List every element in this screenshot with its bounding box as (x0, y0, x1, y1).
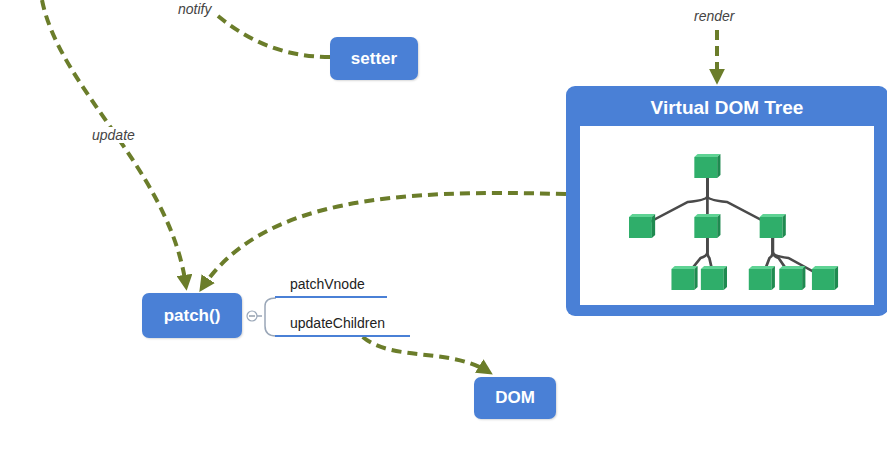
collapse-circle (247, 311, 257, 321)
process-box: setter (330, 37, 418, 80)
node-label: patch() (164, 306, 221, 326)
branch-item: updateChildren (275, 314, 410, 337)
tree-cube (701, 266, 727, 290)
node-label: updateChildren (275, 315, 385, 336)
branch-item: patchVnode (275, 275, 387, 298)
panel-title: Virtual DOM Tree (566, 97, 887, 119)
tree-illustration (580, 126, 874, 305)
tree-cube (779, 266, 805, 290)
tree-cube (629, 214, 655, 238)
render-line (715, 30, 719, 80)
notify-line (218, 16, 330, 57)
node-label: DOM (495, 388, 535, 408)
tree-cube (694, 154, 720, 178)
tree-panel: Virtual DOM Tree (566, 86, 887, 316)
node-label: patchVnode (275, 276, 365, 297)
tree-cube (760, 214, 786, 238)
line-label: notify (176, 1, 213, 17)
tree-canvas (580, 126, 874, 305)
tree-cube (812, 266, 838, 290)
line-label: render (692, 8, 736, 24)
dashed-connector (202, 193, 566, 288)
collapse-minus (249, 315, 255, 316)
dashed-connector (363, 337, 489, 372)
process-box: DOM (474, 377, 556, 419)
update-line (42, 0, 186, 286)
line-label: update (90, 127, 137, 143)
process-box: patch() (142, 293, 242, 338)
tree-cube (694, 214, 720, 238)
node-label: setter (351, 49, 397, 69)
tree-cube (749, 266, 775, 290)
branch-bracket (257, 298, 276, 336)
tree-cube (671, 266, 697, 290)
